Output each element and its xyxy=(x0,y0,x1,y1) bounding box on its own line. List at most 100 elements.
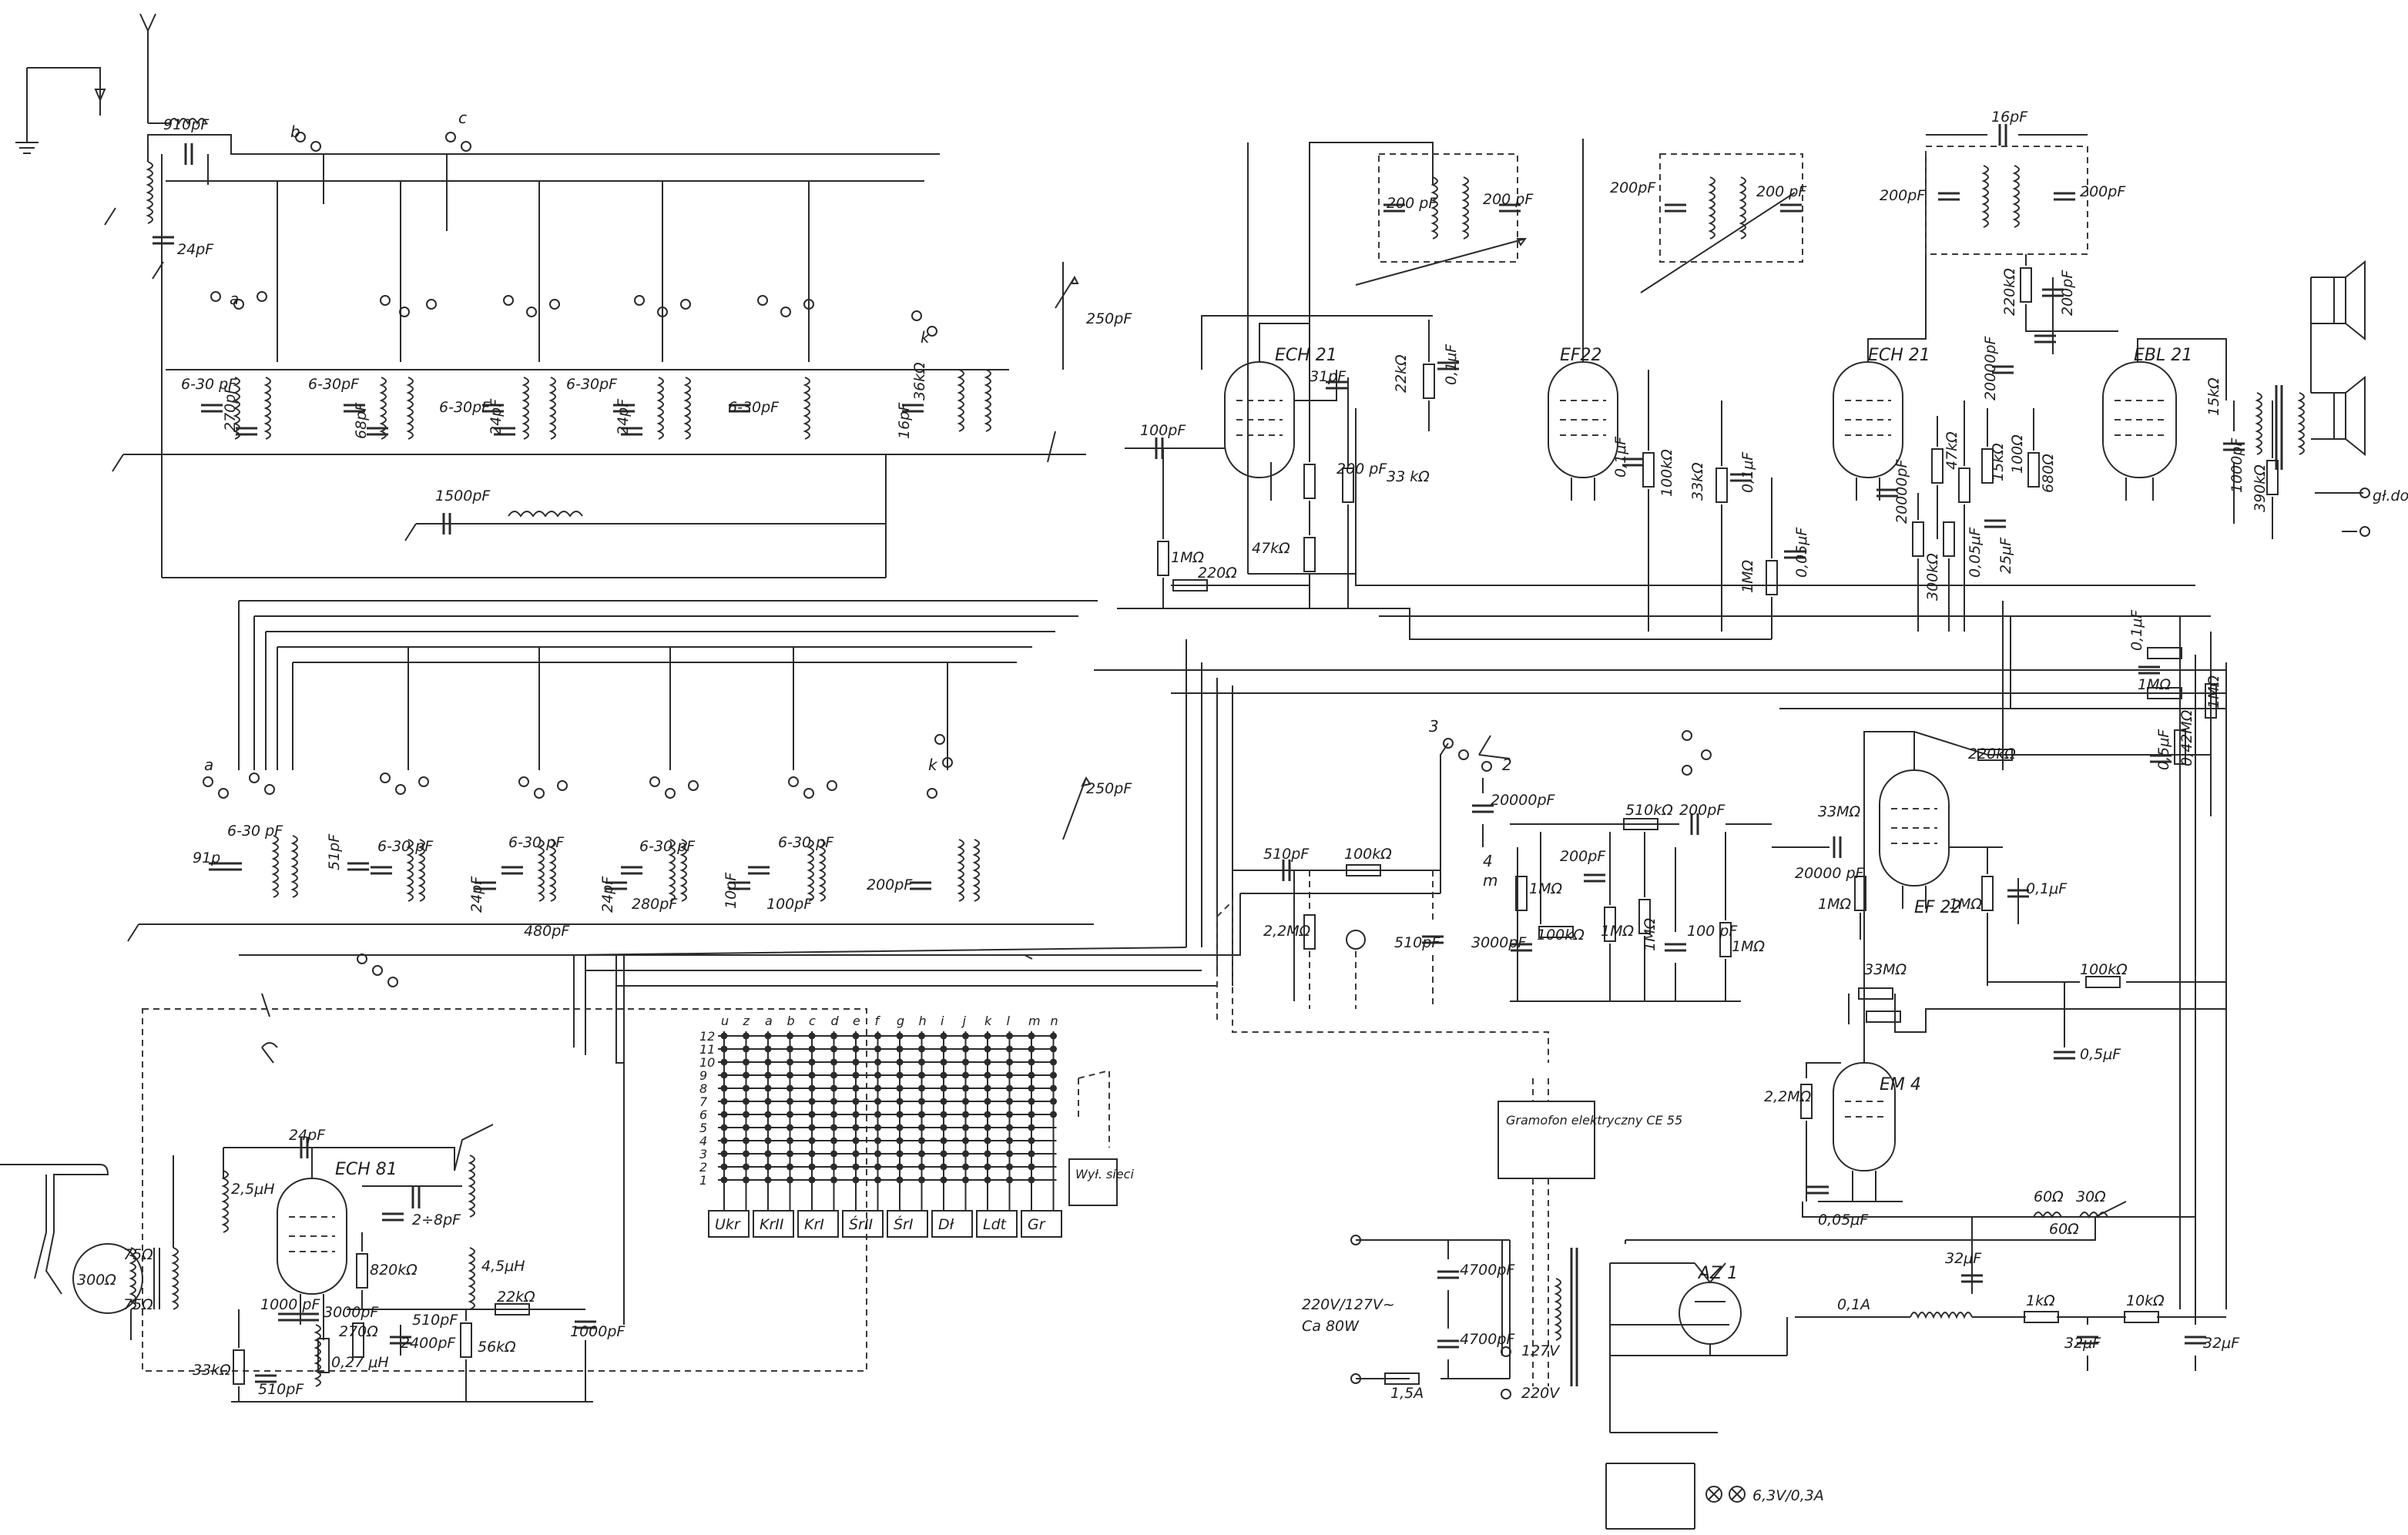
label-c20000a: 20000pF xyxy=(1982,335,1999,401)
label-c20000c: 20000pF xyxy=(1491,792,1556,809)
label-r100kc: 100kΩ xyxy=(1344,846,1392,863)
label-r1mc: 1MΩ xyxy=(2138,676,2171,693)
matrix-col-j: j xyxy=(961,1014,967,1028)
switch-m: m xyxy=(1483,871,1497,890)
label-c200h: 200pF xyxy=(2059,270,2076,316)
label-r100ke: 100kΩ xyxy=(2080,961,2128,978)
label-r47kb: 47kΩ xyxy=(1944,431,1960,470)
label-c510a: 510pF xyxy=(1263,846,1310,863)
label-c200c: 200pF xyxy=(1610,179,1656,196)
label-c200k: 200pF xyxy=(1560,848,1606,865)
label-c480: 480pF xyxy=(524,923,570,940)
label-c01e: 0,1μF xyxy=(2026,880,2068,897)
band-button[interactable] xyxy=(708,1210,750,1238)
label-c200b: 200 pF xyxy=(1483,191,1534,208)
band-button[interactable] xyxy=(887,1210,928,1238)
label-tr630i: 6-30 pF xyxy=(639,838,696,855)
label-r33kc: 33kΩ xyxy=(193,1362,231,1379)
label-c31: 31pF xyxy=(1310,368,1347,385)
label-r1mh: 1MΩ xyxy=(1732,938,1765,955)
band-label-Ukr: Ukr xyxy=(715,1216,741,1233)
matrix-row-1: 1 xyxy=(699,1173,707,1188)
ef22-if-amp: EF22 22kΩ 0,1μF 100kΩ 0,1μF xyxy=(1393,139,1675,632)
matrix-col-f: f xyxy=(875,1014,881,1028)
label-c005a: 0,05μF xyxy=(1793,527,1810,578)
switch-a-bottom: a xyxy=(204,756,213,774)
matrix-col-i: i xyxy=(941,1014,944,1028)
band-button[interactable] xyxy=(842,1210,884,1238)
tube-ech81-label: ECH 81 xyxy=(335,1160,397,1179)
label-c100c: 100 pF xyxy=(1687,923,1738,940)
label-tr630e: 6-30pF xyxy=(728,399,780,416)
label-c250a: 250pF xyxy=(1086,310,1132,327)
label-r042: 0,42MΩ xyxy=(2178,709,2195,766)
label-c51: 51pF xyxy=(326,833,343,870)
label-c280: 280pF xyxy=(632,896,678,913)
label-r56k: 56kΩ xyxy=(478,1339,516,1356)
label-r1md: 1MΩ xyxy=(2205,675,2222,709)
em4-tuning-indicator: EM 4 33MΩ 2,2MΩ 0,05μF xyxy=(1764,961,2226,1228)
label-r100k: 100kΩ xyxy=(1658,449,1675,497)
band-button[interactable] xyxy=(753,1210,794,1238)
label-r100: 100Ω xyxy=(2009,434,2026,474)
matrix-col-h: h xyxy=(919,1014,927,1028)
band-button[interactable] xyxy=(797,1210,839,1238)
label-mains: 220V/127V~ xyxy=(1302,1296,1395,1313)
matrix-row-10: 10 xyxy=(699,1055,715,1070)
band-label-KrI: KrI xyxy=(804,1216,824,1233)
band-label-Gr: Gr xyxy=(1028,1216,1046,1233)
label-c3000b: 3000pF xyxy=(324,1304,379,1321)
band-label-ŚrI: ŚrI xyxy=(894,1215,914,1233)
label-tr630g: 6-30 pF xyxy=(377,838,434,855)
input-band-switches: b c a k xyxy=(166,109,937,362)
label-r1me: 1MΩ xyxy=(1529,880,1562,897)
label-c32a: 32μF xyxy=(1945,1250,1982,1267)
label-c1500: 1500pF xyxy=(435,488,491,504)
matrix-row-8: 8 xyxy=(699,1081,707,1096)
bus-lines-right: 0,1μF 1MΩ 1MΩ 0,42MΩ 0,5μF xyxy=(1094,142,2227,1325)
label-c24b: 24pF xyxy=(488,398,505,435)
matrix-row-12: 12 xyxy=(699,1029,715,1044)
label-r60a: 60Ω xyxy=(2034,1188,2064,1205)
gramophone-box: Gramofon elektryczny CE 55 xyxy=(1497,1078,1682,1386)
label-tr630j: 6-30 pF xyxy=(778,834,834,851)
band-button[interactable] xyxy=(931,1210,973,1238)
matrix-col-z: z xyxy=(743,1014,750,1028)
label-r1m: 1MΩ xyxy=(1171,549,1204,566)
label-c24f: 24pF xyxy=(289,1127,326,1144)
mains-switch-box: Wył. sieci xyxy=(1068,1069,1134,1206)
band-button[interactable] xyxy=(1021,1210,1062,1238)
label-c200f: 200pF xyxy=(1880,187,1926,204)
antenna-section: 910pF 24pF xyxy=(15,13,940,280)
box-gramofon-line: Gramofon elektryczny CE 55 xyxy=(1506,1113,1682,1128)
label-v127: 127V xyxy=(1521,1342,1561,1359)
tube-em4-label: EM 4 xyxy=(1880,1075,1921,1094)
label-gl: gł.dod. xyxy=(2373,488,2408,504)
label-r47k: 47kΩ xyxy=(1252,540,1290,557)
label-r30: 30Ω xyxy=(2076,1188,2106,1205)
label-c24d: 24pF xyxy=(468,876,485,913)
label-l027: 0,27 μH xyxy=(331,1354,389,1371)
label-l45: 4,5μH xyxy=(481,1258,525,1275)
label-tr630h: 6-30 pF xyxy=(508,834,565,851)
matrix-row-4: 4 xyxy=(699,1134,707,1148)
label-r270: 270Ω xyxy=(339,1323,378,1340)
switch-a-top: a xyxy=(230,290,239,308)
label-c16b: 16pF xyxy=(1991,109,2028,126)
matrix-col-a: a xyxy=(765,1014,773,1028)
matrix-row-2: 2 xyxy=(699,1160,707,1175)
label-power: Ca 80W xyxy=(1302,1318,1360,1335)
label-c01c: 0,1μF xyxy=(1739,451,1756,493)
label-c20000d: 20000 pF xyxy=(1795,865,1865,882)
tube-ech21b-label: ECH 21 xyxy=(1868,346,1930,365)
label-c005b: 0,05μF xyxy=(1967,527,1984,578)
band-button[interactable] xyxy=(976,1210,1018,1238)
tube-ebl21-label: EBL 21 xyxy=(2134,346,2192,365)
switch-4: 4 xyxy=(1483,852,1493,870)
label-c200e: 200 pF xyxy=(1336,461,1387,478)
matrix-col-b: b xyxy=(787,1014,795,1028)
label-r33k: 33 kΩ xyxy=(1387,468,1430,485)
label-r33m: 33MΩ xyxy=(1818,803,1861,820)
ebl21-output: EBL 21 15kΩ 1000pF 390kΩ gł.dod. xyxy=(2102,260,2408,539)
label-c005c: 0,05μF xyxy=(1818,1212,1869,1228)
